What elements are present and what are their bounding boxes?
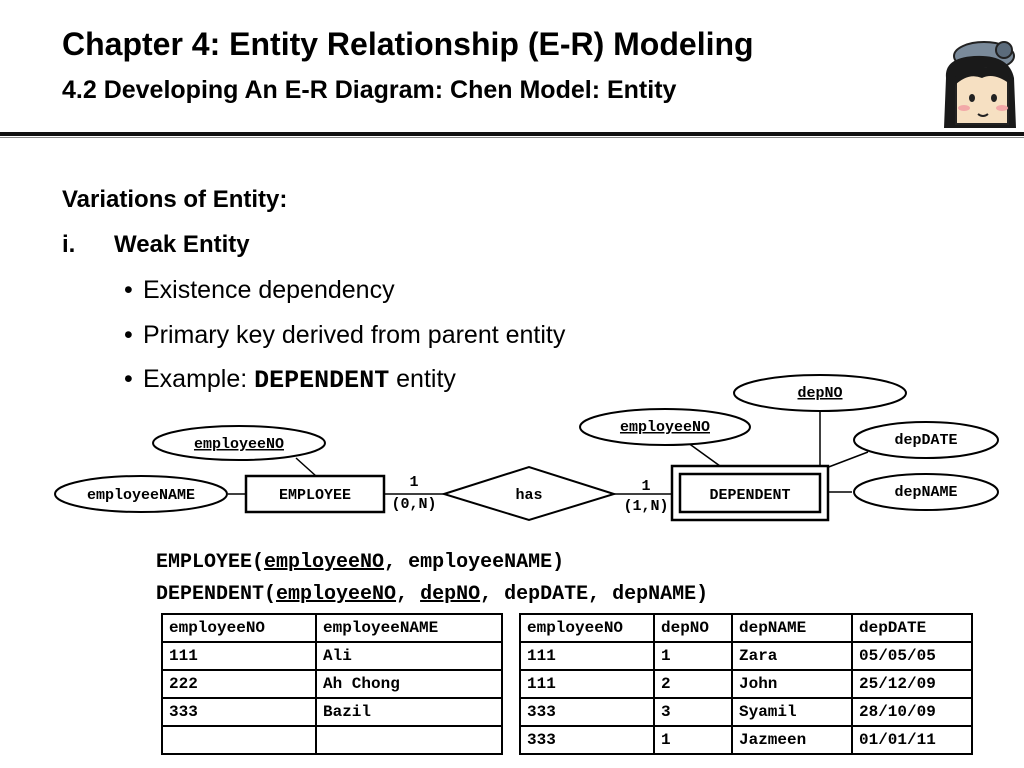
bullet-example: Example: DEPENDENT entity bbox=[143, 365, 456, 395]
bullet-marker: • bbox=[124, 365, 133, 393]
schema-close: ) bbox=[696, 583, 709, 606]
table-header-row: employeeNO employeeNAME bbox=[161, 613, 503, 643]
table-cell: 111 bbox=[161, 641, 317, 671]
attr-employeename: employeeNAME bbox=[87, 487, 195, 504]
relationship-has-diamond bbox=[440, 465, 618, 522]
schema-dependent: DEPENDENT(employeeNO, depNO, depDATE, de… bbox=[156, 583, 708, 606]
attr-depno-oval bbox=[733, 374, 907, 412]
bullet-text: Existence dependency bbox=[143, 276, 395, 304]
slide-title: Chapter 4: Entity Relationship (E-R) Mod… bbox=[62, 26, 754, 62]
schema-separator: , bbox=[480, 583, 505, 606]
example-suffix: entity bbox=[389, 365, 456, 393]
table-row: 111 1 Zara 05/05/05 bbox=[519, 641, 973, 671]
example-prefix: Example: bbox=[143, 365, 255, 393]
table-row: 222 Ah Chong bbox=[161, 669, 503, 699]
table-cell: 1 bbox=[653, 725, 733, 755]
table-cell: 333 bbox=[161, 697, 317, 727]
table-cell: 111 bbox=[519, 641, 655, 671]
section-heading: Variations of Entity: bbox=[62, 186, 288, 213]
table-header: employeeNO bbox=[519, 613, 655, 643]
table-cell: 222 bbox=[161, 669, 317, 699]
slide-subtitle: 4.2 Developing An E-R Diagram: Chen Mode… bbox=[62, 76, 677, 104]
attr-dep-employeeno-oval bbox=[579, 408, 751, 446]
table-cell: 25/12/09 bbox=[851, 669, 973, 699]
mascot-icon bbox=[944, 41, 1016, 128]
bullet-text: Primary key derived from parent entity bbox=[143, 321, 566, 349]
attr-connector bbox=[295, 457, 317, 477]
title-divider-thin bbox=[0, 137, 1024, 138]
attr-employeeno: employeeNO bbox=[194, 436, 284, 453]
list-item-label: Weak Entity bbox=[114, 231, 250, 258]
employee-table: employeeNO employeeNAME 111 Ali 222 Ah C… bbox=[161, 613, 503, 755]
table-header: employeeNO bbox=[161, 613, 317, 643]
table-cell: 2 bbox=[653, 669, 733, 699]
attr-depname-oval bbox=[853, 473, 999, 511]
table-cell: Jazmeen bbox=[731, 725, 853, 755]
schema-separator: , bbox=[384, 551, 409, 574]
table-cell: 01/01/11 bbox=[851, 725, 973, 755]
table-cell: 333 bbox=[519, 725, 655, 755]
table-cell: Ah Chong bbox=[315, 669, 503, 699]
example-code: DEPENDENT bbox=[254, 366, 390, 395]
entity-employee: EMPLOYEE bbox=[279, 487, 351, 504]
attr-depdate-oval bbox=[853, 421, 999, 459]
schema-primary-key: depNO bbox=[420, 583, 481, 606]
table-cell: 28/10/09 bbox=[851, 697, 973, 727]
bullet-marker: • bbox=[124, 321, 133, 349]
table-cell: Bazil bbox=[315, 697, 503, 727]
table-cell: Ali bbox=[315, 641, 503, 671]
table-cell: Zara bbox=[731, 641, 853, 671]
attr-employeename-oval bbox=[54, 475, 228, 513]
relationship-has: has bbox=[515, 487, 542, 504]
right-cardinality-bottom: (1,N) bbox=[623, 498, 668, 515]
bullet-marker: • bbox=[124, 276, 133, 304]
list-number: i. bbox=[62, 231, 76, 258]
attr-employeeno-oval bbox=[152, 425, 326, 461]
attr-connector bbox=[825, 451, 869, 469]
schema-separator: , bbox=[396, 583, 421, 606]
schema-employee: EMPLOYEE(employeeNO, employeeNAME) bbox=[156, 551, 564, 574]
table-header: depNO bbox=[653, 613, 733, 643]
entity-dependent-inner bbox=[678, 472, 822, 514]
table-row: 111 Ali bbox=[161, 641, 503, 671]
left-cardinality-top: 1 bbox=[409, 474, 418, 491]
attr-dep-employeeno: employeeNO bbox=[620, 419, 710, 436]
table-header: depNAME bbox=[731, 613, 853, 643]
schema-table-name: EMPLOYEE( bbox=[156, 551, 265, 574]
table-cell: 1 bbox=[653, 641, 733, 671]
table-cell bbox=[161, 725, 317, 755]
table-row bbox=[161, 725, 503, 755]
entity-employee-box bbox=[244, 474, 386, 514]
attr-depname: depNAME bbox=[894, 484, 957, 501]
title-divider bbox=[0, 132, 1024, 136]
table-row: 333 3 Syamil 28/10/09 bbox=[519, 697, 973, 727]
attr-depdate: depDATE bbox=[894, 432, 957, 449]
table-row: 111 2 John 25/12/09 bbox=[519, 669, 973, 699]
table-header: depDATE bbox=[851, 613, 973, 643]
table-cell: 333 bbox=[519, 697, 655, 727]
table-header-row: employeeNO depNO depNAME depDATE bbox=[519, 613, 973, 643]
table-row: 333 Bazil bbox=[161, 697, 503, 727]
table-cell: 3 bbox=[653, 697, 733, 727]
attr-depno: depNO bbox=[797, 385, 842, 402]
er-diagram: employeeNO employeeNAME EMPLOYEE 1 (0,N)… bbox=[54, 374, 999, 522]
schema-primary-key: employeeNO bbox=[264, 551, 385, 574]
table-cell bbox=[315, 725, 503, 755]
table-row: 333 1 Jazmeen 01/01/11 bbox=[519, 725, 973, 755]
right-cardinality-top: 1 bbox=[641, 478, 650, 495]
schema-attributes: employeeNAME bbox=[408, 551, 553, 574]
table-cell: Syamil bbox=[731, 697, 853, 727]
schema-table-name: DEPENDENT( bbox=[156, 583, 277, 606]
table-cell: 111 bbox=[519, 669, 655, 699]
schema-close: ) bbox=[552, 551, 565, 574]
entity-dependent: DEPENDENT bbox=[709, 487, 790, 504]
table-header: employeeNAME bbox=[315, 613, 503, 643]
schema-attributes: depDATE, depNAME bbox=[504, 583, 697, 606]
table-cell: John bbox=[731, 669, 853, 699]
left-cardinality-bottom: (0,N) bbox=[391, 496, 436, 513]
dependent-table: employeeNO depNO depNAME depDATE 111 1 Z… bbox=[519, 613, 973, 755]
schema-primary-key: employeeNO bbox=[276, 583, 397, 606]
table-cell: 05/05/05 bbox=[851, 641, 973, 671]
